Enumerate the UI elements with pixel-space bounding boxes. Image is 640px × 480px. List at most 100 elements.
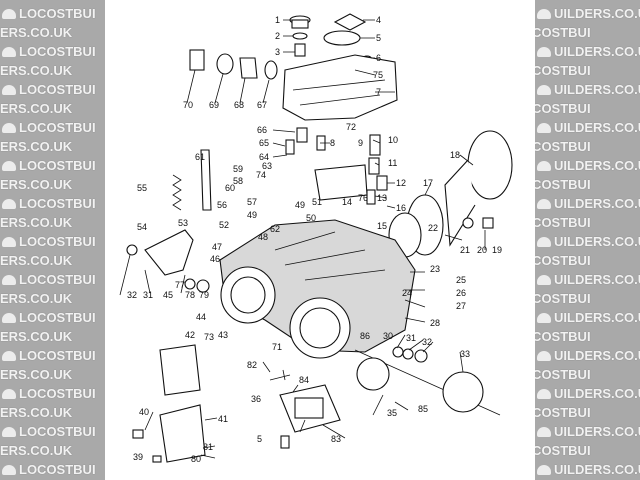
part-labels: 1 2 3 4 5 6 75 7 70 69 68 67 66 65 64 63… [127,15,502,464]
watermark-text-span: UILDERS.CO.UK [554,462,640,477]
watermark-text-span: UILDERS.CO.UK [554,234,640,249]
part-label-43: 43 [218,330,228,340]
watermark-text: ILDERS.CO.UK [0,405,72,420]
watermark-text: ILDERS.CO.UK [0,443,72,458]
part-label-35: 35 [387,408,397,418]
part-valve-10 [369,134,381,156]
watermark-text: UILDERS.CO.UK [537,6,640,21]
part-label-28: 28 [430,318,440,328]
part-label-53: 53 [178,218,188,228]
watermark-text-span: LOCOSTBUI [535,405,591,420]
watermark-text-span: ILDERS.CO.UK [0,177,73,192]
watermark-text-span: LOCOSTBUI [535,329,591,344]
watermark-text: LOCOSTBUI [2,196,96,211]
watermark-logo-icon [537,351,551,361]
watermark-text: LOCOSTBUI [2,234,96,249]
watermark-text: LOCOSTBUI [535,253,591,268]
watermark-text-span: ILDERS.CO.UK [0,63,73,78]
part-trumpet-18-body [444,159,476,247]
part-label-11: 11 [388,158,397,168]
watermark-text-span: ILDERS.CO.UK [0,25,73,40]
watermark-text-span: LOCOSTBUI [19,310,96,325]
part-label-74: 74 [256,170,266,180]
watermark-text-span: UILDERS.CO.UK [554,82,640,97]
part-inner-36 [294,397,324,419]
part-label-16: 16 [396,203,406,213]
watermark-logo-icon [2,123,16,133]
watermark-text: LOCOSTBUI [2,462,96,477]
part-label-31: 31 [143,290,153,300]
part-label-54: 54 [137,222,147,232]
watermark-text: ILDERS.CO.UK [0,215,72,230]
watermark-text-span: LOCOSTBUI [535,443,591,458]
part-label-82: 82 [247,360,257,370]
part-label-6: 6 [376,53,381,63]
part-washer-78 [184,278,196,290]
part-butterfly-33 [442,371,484,413]
watermark-text-span: ILDERS.CO.UK [0,443,73,458]
part-label-47: 47 [212,242,222,252]
part-label-58: 58 [233,176,243,186]
part-label-55: 55 [137,183,147,193]
part-washer-67 [264,60,278,80]
part-barrel-right-inner [299,307,341,349]
part-label-2: 2 [275,31,280,41]
watermark-logo-icon [2,237,16,247]
part-label-85: 85 [418,404,428,414]
part-label-86: 86 [360,331,370,341]
watermark-text: UILDERS.CO.UK [537,82,640,97]
part-label-18: 18 [450,150,460,160]
watermark-text: LOCOSTBUI [2,6,96,21]
watermark-text-span: LOCOSTBUI [535,291,591,306]
part-label-7: 7 [376,87,381,97]
part-label-9: 9 [358,138,363,148]
part-label-66: 66 [257,125,267,135]
part-washer-69 [216,53,234,75]
part-label-83: 83 [331,434,341,444]
part-label-36: 36 [251,394,261,404]
part-screw-39 [152,455,162,463]
watermark-logo-icon [537,9,551,19]
part-filter-3 [294,43,306,57]
watermark-logo-icon [537,275,551,285]
watermark-logo-icon [537,465,551,475]
watermark-text-span: LOCOSTBUI [19,462,96,477]
part-label-64: 64 [259,152,269,162]
part-label-25: 25 [456,275,466,285]
watermark-text: ILDERS.CO.UK [0,291,72,306]
part-pump-42 [159,344,201,396]
watermark-text-span: LOCOSTBUI [19,424,96,439]
part-label-31-b: 31 [406,333,416,343]
exploded-carburettor-diagram: 1 2 3 4 5 6 75 7 70 69 68 67 66 65 64 63… [119,13,513,464]
part-label-59: 59 [233,164,243,174]
part-label-10: 10 [388,135,398,145]
watermark-text: UILDERS.CO.UK [537,234,640,249]
part-washer-30 [392,346,404,358]
watermark-text-span: LOCOSTBUI [19,44,96,59]
part-label-80: 80 [191,454,201,464]
watermark-text-span: ILDERS.CO.UK [0,215,73,230]
part-label-81: 81 [203,442,213,452]
watermark-text-span: LOCOSTBUI [535,139,591,154]
part-screw-5-lower [280,435,290,449]
watermark-logo-icon [2,465,16,475]
part-label-23: 23 [430,264,440,274]
part-label-27: 27 [456,301,466,311]
watermark-strip-left: LOCOSTBUI ILDERS.CO.UK LOCOSTBUI ILDERS.CO.… [0,0,105,480]
part-label-44: 44 [196,312,206,322]
part-cap-body [291,19,309,29]
part-label-39: 39 [133,452,143,462]
watermark-text-span: LOCOSTBUI [535,215,591,230]
part-label-45: 45 [163,290,173,300]
watermark-text-span: LOCOSTBUI [535,25,591,40]
watermark-logo-icon [2,351,16,361]
watermark-text-span: UILDERS.CO.UK [554,386,640,401]
watermark-text: LOCOSTBUI [535,215,591,230]
watermark-text: LOCOSTBUI [2,120,96,135]
watermark-text-span: ILDERS.CO.UK [0,139,73,154]
part-label-21: 21 [460,245,470,255]
watermark-logo-icon [2,9,16,19]
watermark-logo-icon [2,275,16,285]
part-label-13: 13 [377,193,387,203]
part-label-49-b: 49 [295,200,305,210]
